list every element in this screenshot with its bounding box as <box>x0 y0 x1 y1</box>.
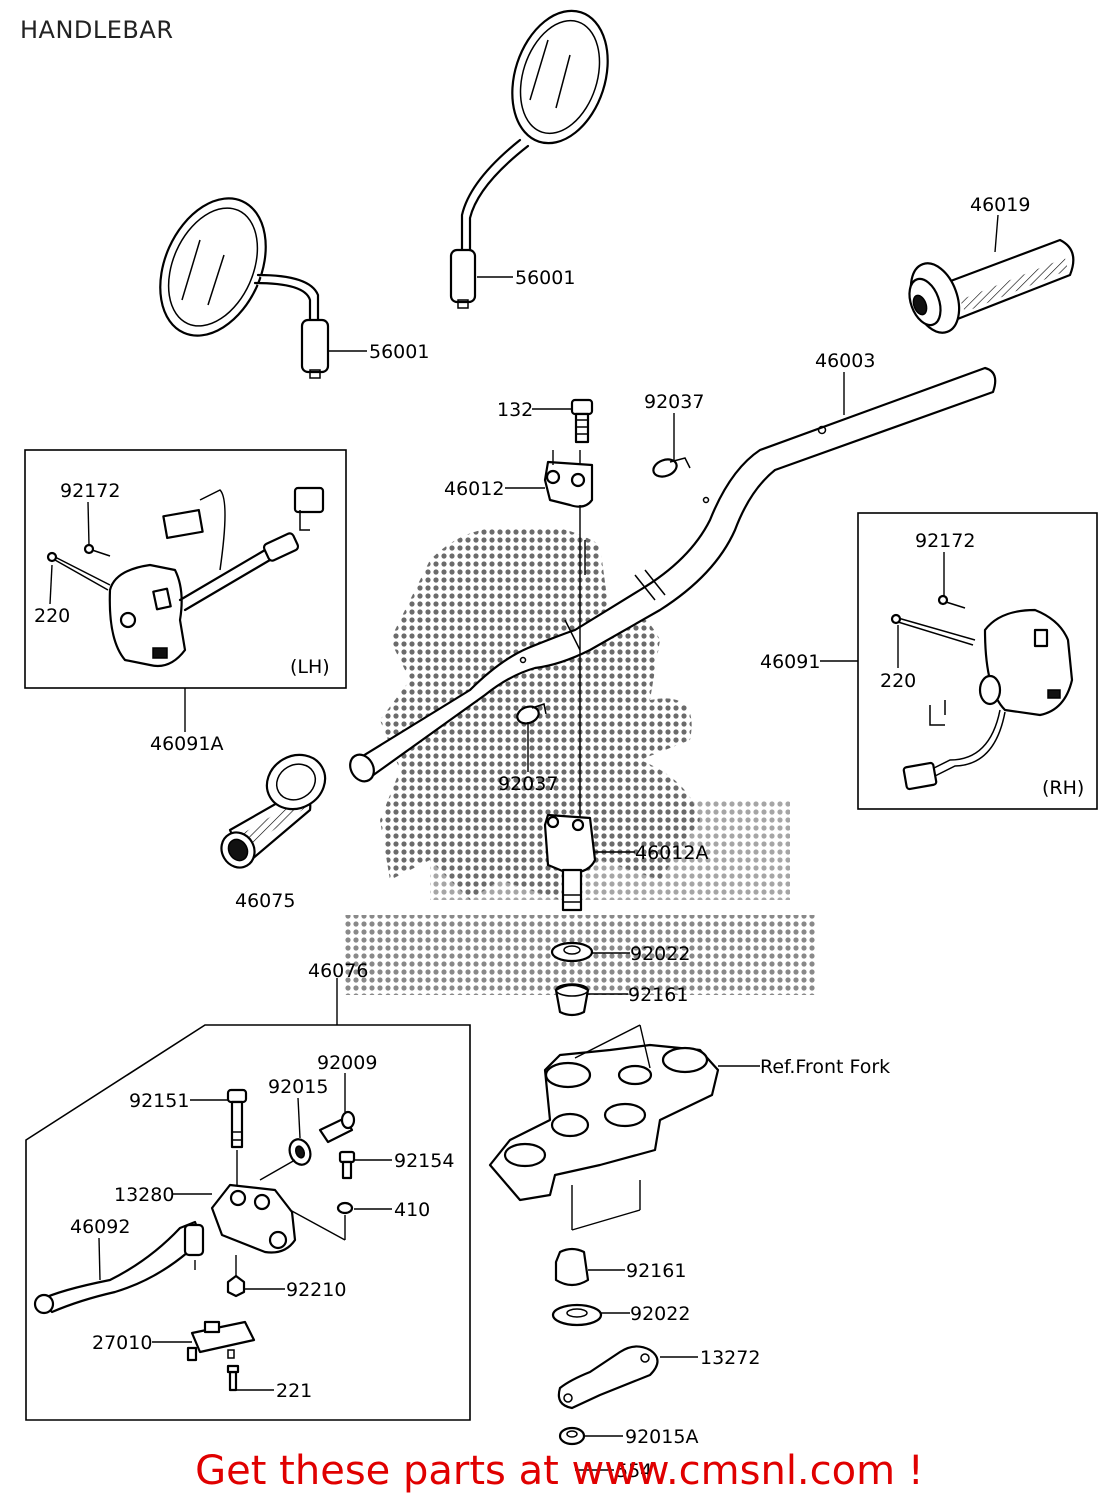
label-13272: 13272 <box>700 1347 760 1369</box>
triple-clamp-part <box>488 1024 720 1231</box>
label-554: 554 <box>616 1460 652 1482</box>
page-title: HANDLEBAR <box>20 16 174 44</box>
label-92015A: 92015A <box>625 1426 698 1448</box>
label-132: 132 <box>497 399 533 421</box>
damper-upper-part <box>554 983 590 1017</box>
label-lh: (LH) <box>290 656 330 678</box>
label-92015: 92015 <box>268 1076 328 1098</box>
label-220-lh: 220 <box>34 605 70 627</box>
label-92161-upper: 92161 <box>628 984 688 1006</box>
rh-switch-part <box>890 594 1074 791</box>
holder-upper-part <box>543 450 594 508</box>
label-46019: 46019 <box>970 194 1030 216</box>
lever-assy-parts <box>33 1088 356 1392</box>
label-56001-left: 56001 <box>369 341 429 363</box>
leader-lines <box>49 214 999 1471</box>
label-46012A: 46012A <box>635 842 708 864</box>
label-46076: 46076 <box>308 960 368 982</box>
nut-92015A-part <box>558 1426 586 1446</box>
label-46092: 46092 <box>70 1216 130 1238</box>
label-92022-lower: 92022 <box>630 1303 690 1325</box>
label-92037-lower: 92037 <box>498 773 558 795</box>
clip-upper-part <box>652 457 691 478</box>
mirror-left-part <box>159 197 330 379</box>
lh-switch-part <box>46 486 325 668</box>
label-46012: 46012 <box>444 478 504 500</box>
label-410: 410 <box>394 1199 430 1221</box>
label-92161-lower: 92161 <box>626 1260 686 1282</box>
bolt-132-part <box>570 398 594 444</box>
footer-link[interactable]: Get these parts at www.cmsnl.com ! <box>195 1448 924 1494</box>
grip-right-part <box>908 238 1075 334</box>
label-rh: (RH) <box>1042 777 1084 799</box>
lever-assy-box <box>25 1024 471 1421</box>
label-46003: 46003 <box>815 350 875 372</box>
holder-lower-part <box>543 813 597 912</box>
label-13280: 13280 <box>114 1184 174 1206</box>
label-92210: 92210 <box>286 1279 346 1301</box>
label-27010: 27010 <box>92 1332 152 1354</box>
label-46075: 46075 <box>235 890 295 912</box>
washer-upper-part <box>550 941 594 963</box>
label-221: 221 <box>276 1380 312 1402</box>
label-92022-upper: 92022 <box>630 943 690 965</box>
label-92009: 92009 <box>317 1052 377 1074</box>
label-ref-front-fork: Ref.Front Fork <box>760 1056 890 1078</box>
callout-labels: 56001 56001 46019 46003 132 92037 46012 … <box>34 194 1084 1482</box>
label-92037-upper: 92037 <box>644 391 704 413</box>
washer-lower-part <box>551 1303 603 1327</box>
label-46091: 46091 <box>760 651 820 673</box>
handlebar-part <box>349 366 997 783</box>
label-92154: 92154 <box>394 1150 454 1172</box>
label-92172-rh: 92172 <box>915 530 975 552</box>
damper-lower-part <box>554 1247 590 1287</box>
label-220-rh: 220 <box>880 670 916 692</box>
plate-13272-part <box>557 1345 659 1410</box>
label-46091A: 46091A <box>150 733 223 755</box>
clip-lower-part <box>516 703 547 725</box>
grip-left-part <box>220 753 327 869</box>
label-92172-lh: 92172 <box>60 480 120 502</box>
label-56001-right: 56001 <box>515 267 575 289</box>
mirror-right-part <box>449 9 609 309</box>
label-92151: 92151 <box>129 1090 189 1112</box>
